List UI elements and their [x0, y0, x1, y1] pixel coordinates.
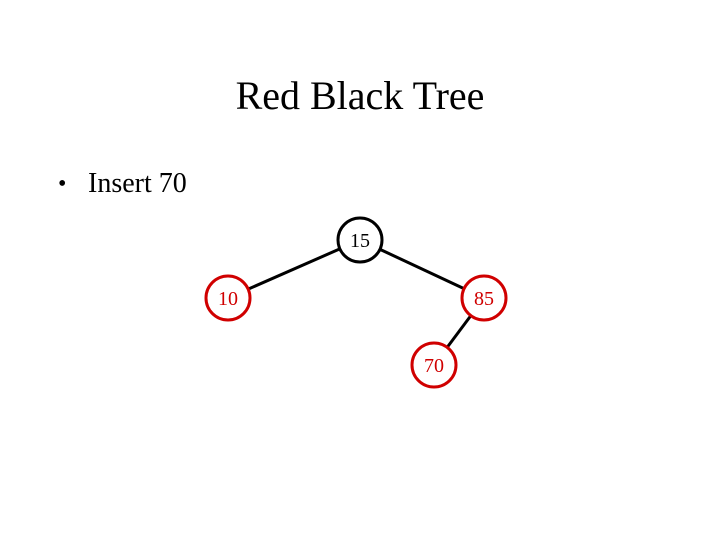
tree-node-10: 10 [204, 274, 252, 322]
tree-node-15: 15 [336, 216, 384, 264]
slide-title: Red Black Tree [235, 73, 485, 118]
tree-node-circle [460, 274, 508, 322]
tree-node-label: 70 [424, 355, 444, 377]
tree-node-label: 15 [350, 230, 370, 252]
bullet-item: • Insert 70 [58, 164, 187, 204]
tree-node-label: 85 [474, 288, 494, 310]
tree-node-85: 85 [460, 274, 508, 322]
tree-node-70: 70 [410, 341, 458, 389]
tree-nodes: 15 10 85 70 [204, 216, 508, 389]
bullet-text: Insert 70 [88, 168, 187, 199]
tree-edge [227, 238, 361, 300]
bullet-icon: • [58, 170, 67, 197]
tree-node-circle [410, 341, 458, 389]
tree-node-circle [204, 274, 252, 322]
tree-node-label: 10 [218, 288, 238, 310]
tree-node-circle [336, 216, 384, 264]
